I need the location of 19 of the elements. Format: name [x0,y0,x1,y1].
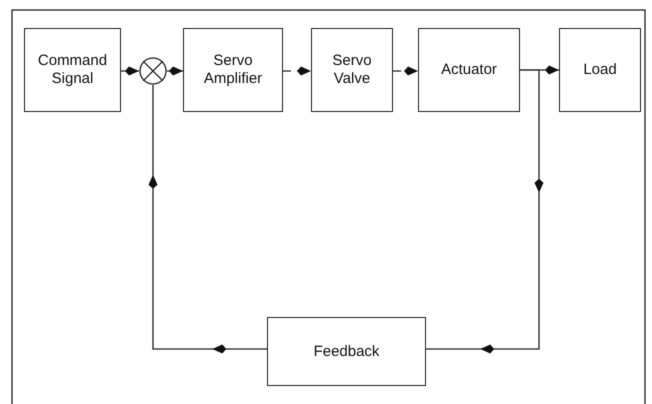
box-label: Servo Valve [331,52,373,88]
arrow [121,66,139,76]
arrow [148,85,267,354]
process-box [559,28,641,112]
arrow [393,66,418,76]
process-box [311,28,393,112]
process-box [183,28,283,112]
box-label: Feedback [314,342,380,360]
arrow [426,69,544,354]
box-label: Command Signal [37,52,108,88]
box-label: Load [583,61,617,79]
box-label: Actuator [441,61,497,79]
process-box [418,28,520,112]
arrow [283,66,311,76]
summing-junction [139,57,167,85]
process-box [24,28,121,112]
arrow [167,66,183,76]
process-box [267,317,426,386]
box-label: Servo Amplifier [202,52,264,88]
